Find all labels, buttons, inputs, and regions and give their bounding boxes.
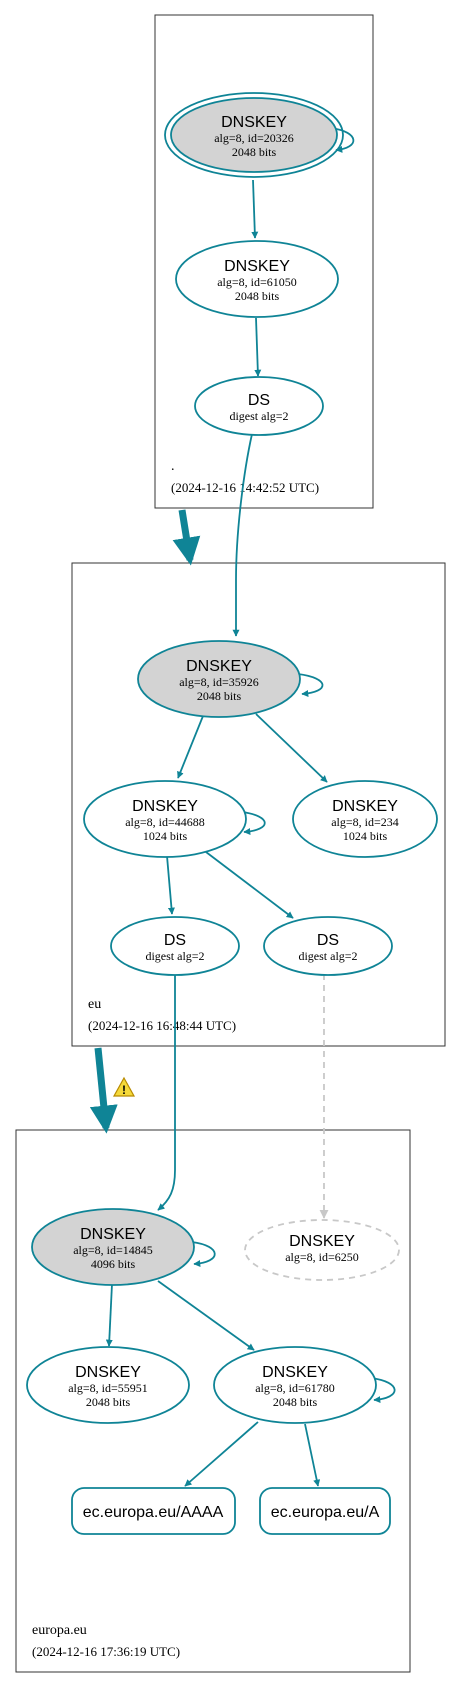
edge-root-zsk-ds <box>254 317 262 377</box>
node-eu-zsk2[interactable]: DNSKEY alg=8, id=234 1024 bits <box>292 780 438 858</box>
zone-root-timestamp: (2024-12-16 14:42:52 UTC) <box>171 480 319 495</box>
edge-europa-ksk-zsk2 <box>157 1280 255 1351</box>
node-root-zsk-line1: alg=8, id=61050 <box>217 275 297 289</box>
node-europa-missing-key[interactable]: DNSKEY alg=8, id=6250 <box>244 1219 400 1281</box>
node-eu-ds2-title: DS <box>317 932 339 949</box>
self-sign-eu-zsk1 <box>241 811 266 836</box>
self-sign-eu-ksk <box>297 673 324 698</box>
node-root-ds-line1: digest alg=2 <box>229 409 288 423</box>
node-europa-zsk2-title: DNSKEY <box>262 1364 328 1381</box>
edge-eu-zsk1-ds2 <box>205 851 294 919</box>
node-eu-zsk1-line1: alg=8, id=44688 <box>125 815 205 829</box>
node-europa-zsk2-line1: alg=8, id=61780 <box>255 1381 335 1395</box>
node-europa-ksk-line1: alg=8, id=14845 <box>73 1243 153 1257</box>
warning-triangle-icon: ! <box>112 1076 136 1097</box>
self-sign-root-ksk <box>330 127 355 153</box>
delegation-arrow-eu-europa <box>89 1047 118 1134</box>
node-root-ksk-title: DNSKEY <box>221 114 287 131</box>
node-europa-zsk2[interactable]: DNSKEY alg=8, id=61780 2048 bits <box>213 1346 377 1424</box>
node-europa-missing-title: DNSKEY <box>289 1233 355 1250</box>
node-europa-zsk2-line2: 2048 bits <box>273 1395 318 1409</box>
node-root-ds-title: DS <box>248 392 270 409</box>
node-europa-zsk1-line2: 2048 bits <box>86 1395 131 1409</box>
edge-root-ksk-zsk <box>251 179 259 239</box>
node-eu-zsk1[interactable]: DNSKEY alg=8, id=44688 1024 bits <box>83 780 247 858</box>
node-eu-zsk2-line2: 1024 bits <box>343 829 388 843</box>
node-root-zsk-line2: 2048 bits <box>235 289 280 303</box>
rrset-aaaa-label: ec.europa.eu/AAAA <box>83 1504 224 1521</box>
node-root-ksk-line1: alg=8, id=20326 <box>214 131 294 145</box>
zone-europa-box <box>15 1129 411 1673</box>
edge-eu-ksk-zsk1 <box>177 715 204 779</box>
rrset-aaaa[interactable]: ec.europa.eu/AAAA <box>71 1487 236 1535</box>
zone-root-name: . <box>171 459 175 474</box>
self-sign-europa-zsk2 <box>370 1377 396 1404</box>
edge-root-ds-eu-ksk <box>232 433 253 637</box>
zone-europa-timestamp: (2024-12-16 17:36:19 UTC) <box>32 1644 180 1659</box>
node-eu-ds2-line1: digest alg=2 <box>298 949 357 963</box>
node-eu-zsk2-title: DNSKEY <box>332 798 398 815</box>
zone-eu-name: eu <box>88 997 101 1012</box>
node-eu-ds1-line1: digest alg=2 <box>145 949 204 963</box>
svg-text:!: ! <box>122 1083 126 1097</box>
delegation-arrow-root-eu <box>172 509 201 566</box>
node-eu-ds2[interactable]: DS digest alg=2 <box>263 916 393 976</box>
zone-root-box <box>154 14 374 509</box>
edge-eu-ksk-zsk2 <box>255 713 328 783</box>
zone-eu: eu (2024-12-16 16:48:44 UTC) <box>71 562 446 1047</box>
rrset-a-label: ec.europa.eu/A <box>271 1504 380 1521</box>
edge-europa-zsk2-a <box>304 1423 321 1487</box>
zone-root: . (2024-12-16 14:42:52 UTC) <box>154 14 374 509</box>
node-root-ksk-line2: 2048 bits <box>232 145 277 159</box>
node-root-ksk[interactable]: DNSKEY alg=8, id=20326 2048 bits <box>164 92 344 178</box>
node-europa-zsk1[interactable]: DNSKEY alg=8, id=55951 2048 bits <box>26 1346 190 1424</box>
node-eu-ksk-title: DNSKEY <box>186 658 252 675</box>
node-eu-ds1-title: DS <box>164 932 186 949</box>
edge-europa-ksk-zsk1 <box>105 1283 113 1347</box>
node-eu-zsk1-title: DNSKEY <box>132 798 198 815</box>
zone-europa: europa.eu (2024-12-16 17:36:19 UTC) <box>15 1129 411 1673</box>
node-europa-zsk1-title: DNSKEY <box>75 1364 141 1381</box>
node-europa-zsk1-line1: alg=8, id=55951 <box>68 1381 148 1395</box>
node-europa-ksk-title: DNSKEY <box>80 1226 146 1243</box>
node-eu-ksk-line2: 2048 bits <box>197 689 242 703</box>
node-eu-ksk-line1: alg=8, id=35926 <box>179 675 259 689</box>
zone-eu-box <box>71 562 446 1047</box>
node-europa-ksk-line2: 4096 bits <box>91 1257 136 1271</box>
node-eu-zsk1-line2: 1024 bits <box>143 829 188 843</box>
node-europa-ksk[interactable]: DNSKEY alg=8, id=14845 4096 bits <box>31 1208 195 1286</box>
edge-eu-zsk1-ds1 <box>166 855 175 915</box>
edge-eu-ds1-europa-ksk <box>157 974 176 1211</box>
edge-europa-zsk2-aaaa <box>184 1421 259 1487</box>
self-sign-europa-ksk <box>191 1241 216 1268</box>
node-eu-ds1[interactable]: DS digest alg=2 <box>110 916 240 976</box>
rrset-a[interactable]: ec.europa.eu/A <box>259 1487 391 1535</box>
node-europa-missing-line1: alg=8, id=6250 <box>285 1250 359 1264</box>
node-root-zsk[interactable]: DNSKEY alg=8, id=61050 2048 bits <box>175 240 339 318</box>
zone-eu-timestamp: (2024-12-16 16:48:44 UTC) <box>88 1018 236 1033</box>
node-eu-zsk2-line1: alg=8, id=234 <box>331 815 399 829</box>
node-root-zsk-title: DNSKEY <box>224 258 290 275</box>
zone-europa-name: europa.eu <box>32 1623 87 1638</box>
node-root-ds[interactable]: DS digest alg=2 <box>194 376 324 436</box>
node-eu-ksk[interactable]: DNSKEY alg=8, id=35926 2048 bits <box>137 640 301 718</box>
